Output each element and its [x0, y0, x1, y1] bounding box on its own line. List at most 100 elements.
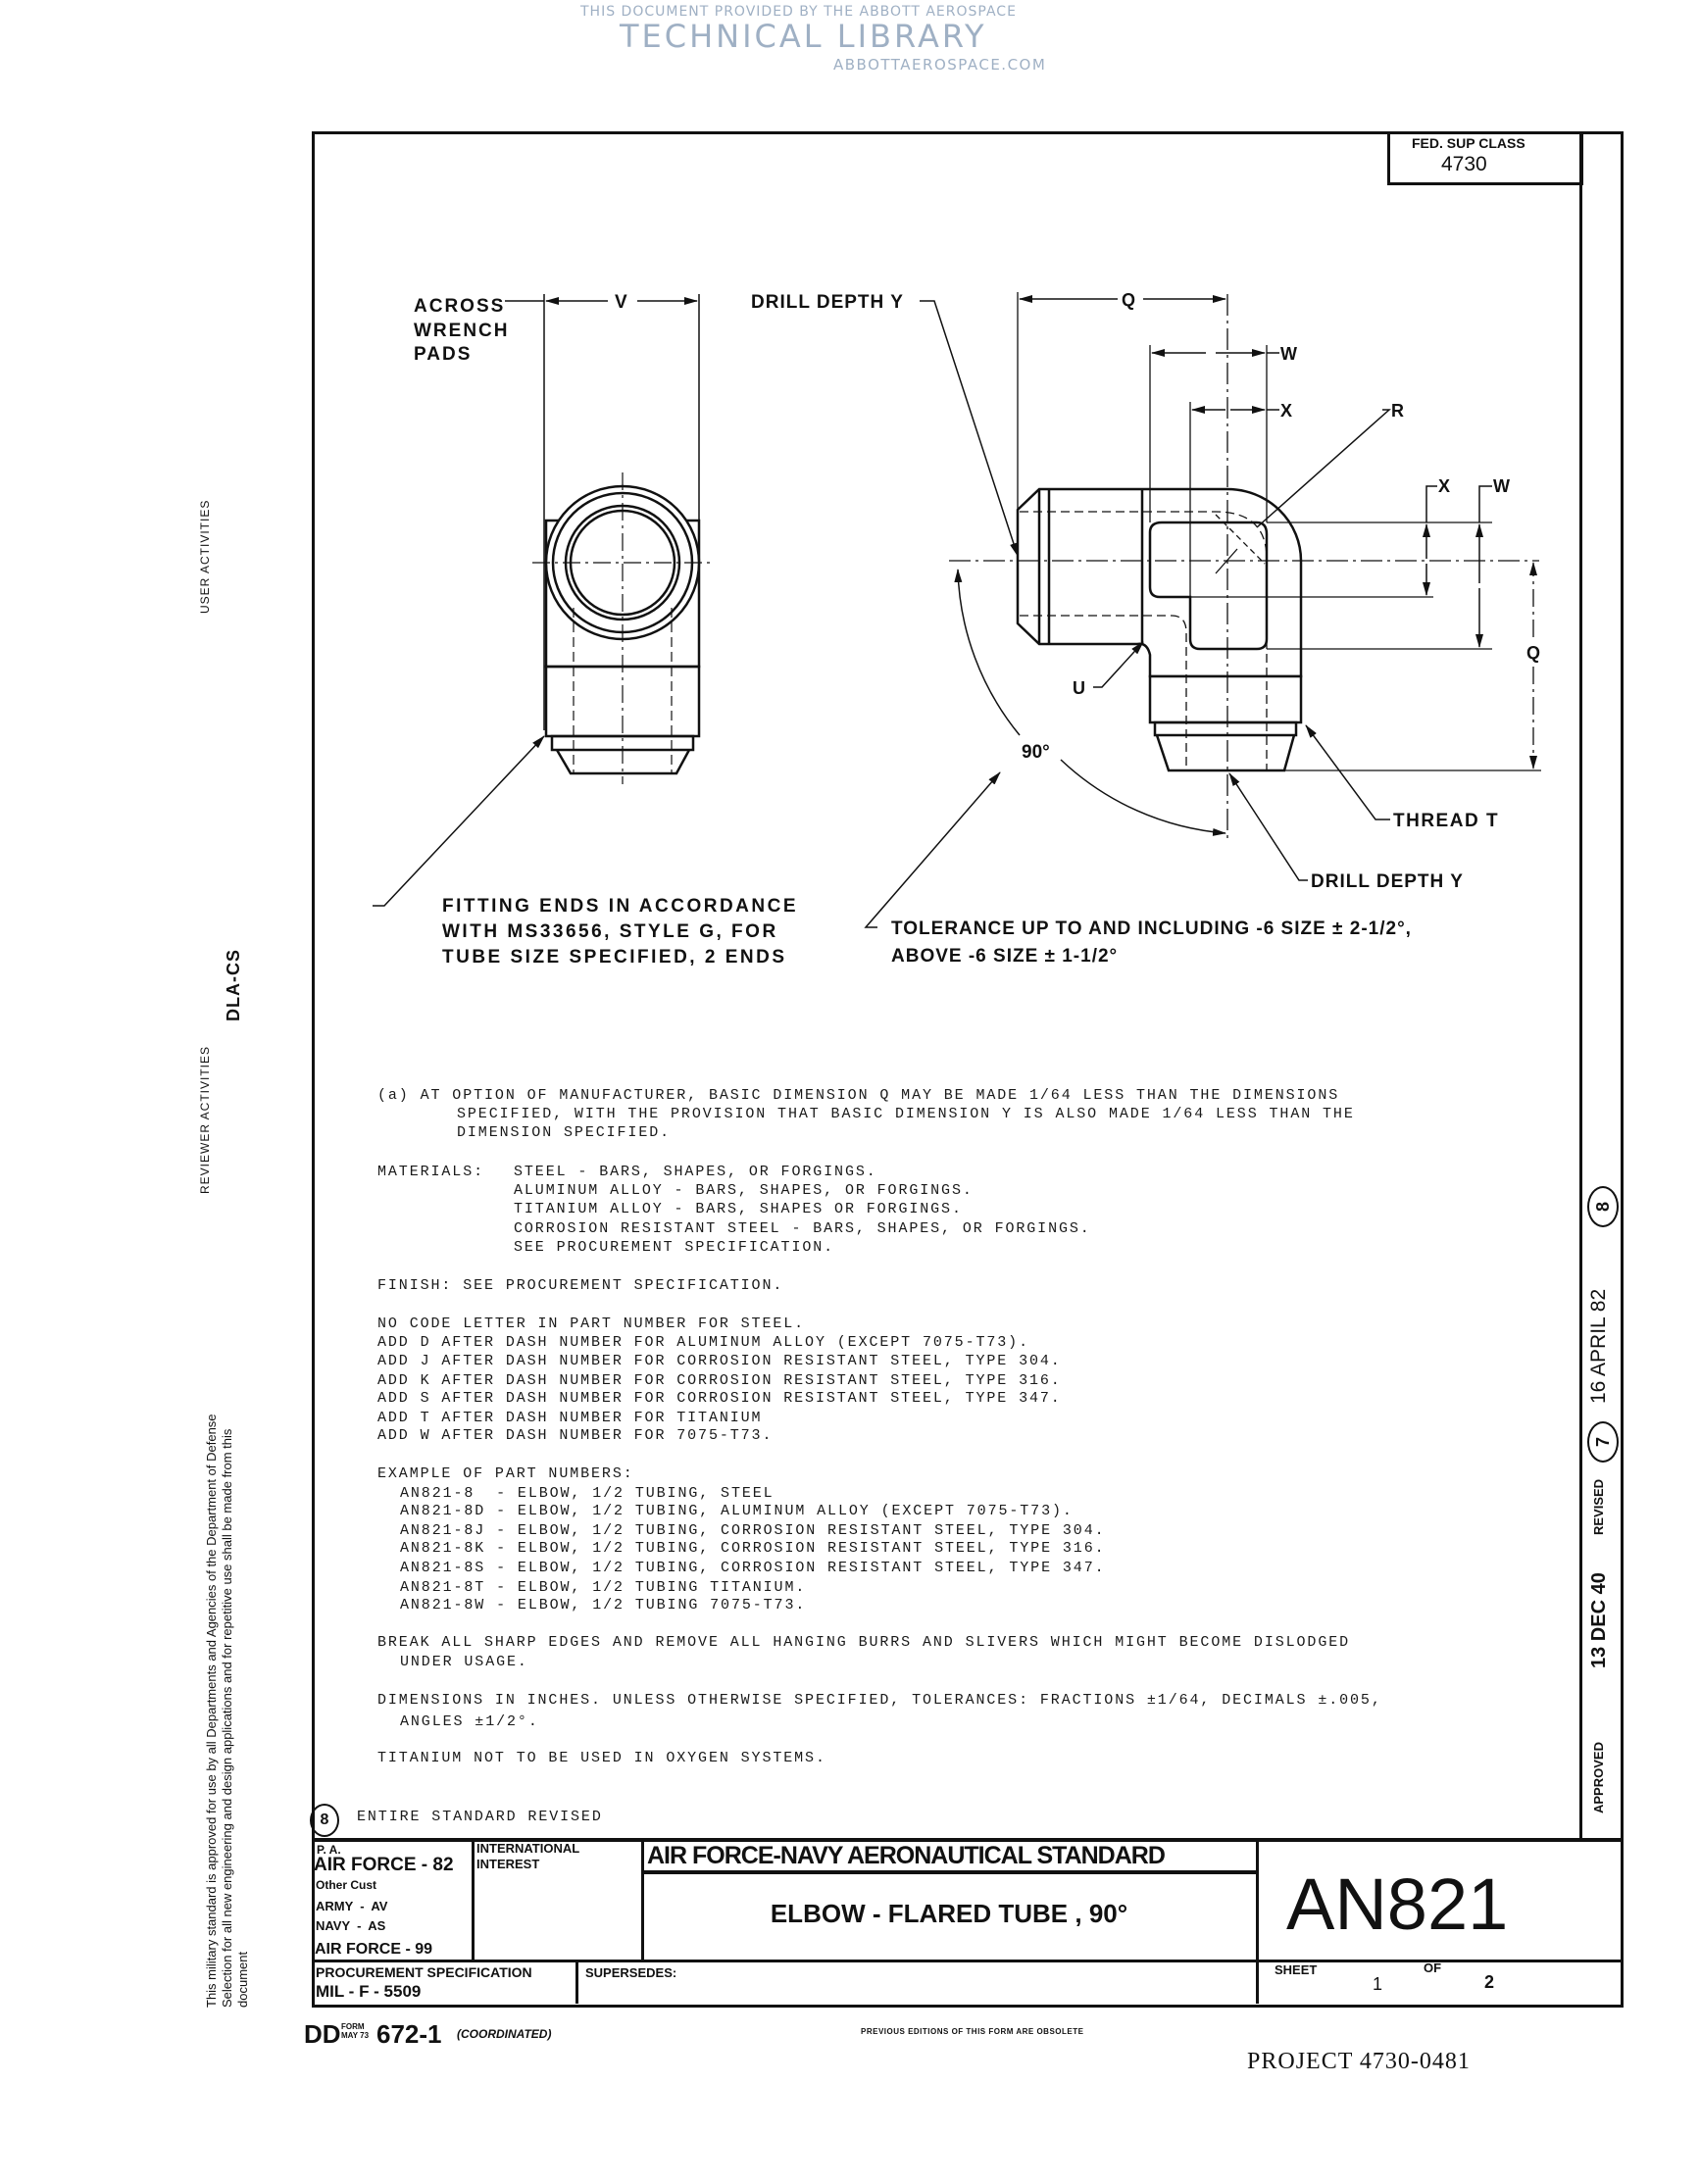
part-number: AN821: [1286, 1863, 1509, 1945]
form-small-label: FORM MAY 73: [341, 2022, 370, 2040]
watermark-url: ABBOTTAEROSPACE.COM: [833, 56, 1047, 74]
approved-date: 13 DEC 40: [1588, 1572, 1610, 1668]
titanium-note: TITANIUM NOT TO BE USED IN OXYGEN SYSTEM…: [377, 1750, 826, 1766]
note-option-line: SPECIFIED, WITH THE PROVISION THAT BASIC…: [457, 1106, 1355, 1122]
dim-v-label: V: [615, 292, 627, 313]
engineering-drawing: ACROSS WRENCH PADS V FITTING ENDS IN ACC…: [373, 290, 1541, 968]
across-wrench-pads-label: WRENCH: [414, 321, 510, 341]
revision-current-number: 8: [1593, 1202, 1613, 1213]
dim-u-label: U: [1073, 678, 1085, 698]
finish-note: FINISH: SEE PROCUREMENT SPECIFICATION.: [377, 1277, 784, 1294]
dimensions-note-line: DIMENSIONS IN INCHES. UNLESS OTHERWISE S…: [377, 1692, 1382, 1709]
angle-label: 90°: [1022, 742, 1050, 763]
standard-title: ELBOW - FLARED TUBE , 90°: [770, 1899, 1128, 1928]
form-prefix: DD: [304, 2019, 341, 2049]
navy-code: NAVY - AS: [316, 1918, 386, 1933]
approval-note-line: document: [235, 1951, 250, 2008]
fitting-note-line: FITTING ENDS IN ACCORDANCE: [442, 896, 798, 917]
dimensions-note-line: ANGLES ±1/2°.: [400, 1713, 539, 1730]
end-view: [373, 294, 713, 907]
approval-note-line: Selection for all new engineering and de…: [220, 1428, 234, 2008]
form-note: (COORDINATED): [457, 2027, 552, 2041]
example-part-number: AN821-8 - ELBOW, 1/2 TUBING, STEEL: [400, 1485, 775, 1502]
revision-mark-number: 8: [320, 1812, 329, 1828]
example-part-number: AN821-8D - ELBOW, 1/2 TUBING, ALUMINUM A…: [400, 1503, 1074, 1519]
title-block-divider: [1256, 1840, 1259, 2004]
international-interest-label: INTEREST: [476, 1857, 540, 1871]
example-part-number: AN821-8W - ELBOW, 1/2 TUBING 7075-T73.: [400, 1597, 807, 1613]
code-letter-line: NO CODE LETTER IN PART NUMBER FOR STEEL.: [377, 1315, 806, 1332]
watermark-line1: THIS DOCUMENT PROVIDED BY THE ABBOTT AER…: [580, 4, 1017, 20]
title-block-mid-rule: [312, 1960, 1621, 1962]
across-wrench-pads-label: ACROSS: [414, 296, 505, 317]
project-number: PROJECT 4730-0481: [1247, 2049, 1471, 2074]
dim-x-label: X: [1280, 401, 1292, 421]
example-part-number: AN821-8J - ELBOW, 1/2 TUBING, CORROSION …: [400, 1522, 1106, 1539]
tolerance-note-line: TOLERANCE UP TO AND INCLUDING -6 SIZE ± …: [891, 918, 1412, 939]
fed-sup-class-label: FED. SUP CLASS: [1412, 135, 1525, 151]
title-block-divider: [641, 1840, 644, 1961]
procurement-value: MIL - F - 5509: [316, 1982, 422, 2001]
code-letter-line: ADD K AFTER DASH NUMBER FOR CORROSION RE…: [377, 1372, 1062, 1389]
approval-note: This military standard is approved for u…: [204, 1414, 251, 2008]
side-view: [864, 292, 1541, 928]
code-letter-line: ADD J AFTER DASH NUMBER FOR CORROSION RE…: [377, 1353, 1062, 1369]
burrs-note-line: BREAK ALL SHARP EDGES AND REMOVE ALL HAN…: [377, 1634, 1351, 1651]
other-cust-label: Other Cust: [316, 1878, 377, 1892]
tolerance-note-line: ABOVE -6 SIZE ± 1-1/2°: [891, 946, 1118, 967]
air-force-code: AIR FORCE - 99: [315, 1941, 433, 1958]
revision-note: ENTIRE STANDARD REVISED: [357, 1809, 603, 1825]
example-part-number: AN821-8S - ELBOW, 1/2 TUBING, CORROSION …: [400, 1560, 1106, 1576]
approval-note-line: This military standard is approved for u…: [204, 1414, 219, 2008]
revision-mark-badge: 8: [310, 1804, 339, 1837]
revision-prev-badge: 7: [1587, 1421, 1619, 1463]
code-letter-line: ADD W AFTER DASH NUMBER FOR 7075-T73.: [377, 1427, 774, 1444]
material-item: SEE PROCUREMENT SPECIFICATION.: [514, 1239, 835, 1256]
dim-x-label: X: [1438, 476, 1450, 496]
title-block-divider: [472, 1840, 475, 1961]
dim-q-label: Q: [1526, 643, 1540, 663]
drawing-frame: [312, 131, 1624, 2008]
burrs-note-line: UNDER USAGE.: [400, 1654, 528, 1670]
dim-w-label: W: [1280, 344, 1297, 364]
sheet-label: SHEET: [1275, 1962, 1318, 1977]
form-number: 672-1: [376, 2019, 442, 2049]
material-item: CORROSION RESISTANT STEEL - BARS, SHAPES…: [514, 1220, 1091, 1237]
international-interest-label: INTERNATIONAL: [476, 1841, 580, 1856]
of-label: OF: [1424, 1961, 1442, 1975]
code-letter-line: ADD S AFTER DASH NUMBER FOR CORROSION RE…: [377, 1390, 1062, 1407]
code-letter-line: ADD T AFTER DASH NUMBER FOR TITANIUM: [377, 1410, 763, 1426]
note-option-line: DIMENSION SPECIFIED.: [457, 1124, 672, 1141]
fed-sup-class-box: FED. SUP CLASS 4730: [1387, 131, 1583, 185]
code-letter-line: ADD D AFTER DASH NUMBER FOR ALUMINUM ALL…: [377, 1334, 1029, 1351]
example-part-number: AN821-8K - ELBOW, 1/2 TUBING, CORROSION …: [400, 1540, 1106, 1557]
pa-value: AIR FORCE - 82: [314, 1855, 454, 1875]
watermark-title: TECHNICAL LIBRARY: [620, 18, 987, 55]
fitting-note-line: TUBE SIZE SPECIFIED, 2 ENDS: [442, 947, 787, 968]
material-item: ALUMINUM ALLOY - BARS, SHAPES, OR FORGIN…: [514, 1182, 974, 1199]
obsolete-note: PREVIOUS EDITIONS OF THIS FORM ARE OBSOL…: [861, 2027, 1084, 2036]
pa-label: P. A.: [317, 1843, 341, 1857]
title-block-heading-rule: [643, 1870, 1257, 1874]
procurement-label: PROCUREMENT SPECIFICATION: [316, 1964, 532, 1980]
example-part-number: AN821-8T - ELBOW, 1/2 TUBING TITANIUM.: [400, 1579, 807, 1596]
thread-t-label: THREAD T: [1393, 811, 1499, 831]
revised-date: 16 APRIL 82: [1587, 1288, 1610, 1404]
materials-label: MATERIALS:: [377, 1164, 485, 1180]
revision-prev-number: 7: [1593, 1437, 1613, 1448]
material-item: TITANIUM ALLOY - BARS, SHAPES OR FORGING…: [514, 1201, 963, 1217]
dim-w-label: W: [1493, 476, 1510, 496]
sheet-value: 1: [1373, 1974, 1383, 1994]
dim-q-label: Q: [1122, 290, 1135, 310]
dim-r-label: R: [1391, 401, 1404, 421]
revised-label: REVISED: [1591, 1478, 1606, 1535]
fitting-note-line: WITH MS33656, STYLE G, FOR: [442, 921, 778, 942]
title-block-top-rule: [312, 1838, 1621, 1842]
revision-current-badge: 8: [1587, 1186, 1619, 1227]
of-value: 2: [1484, 1972, 1495, 1992]
material-item: STEEL - BARS, SHAPES, OR FORGINGS.: [514, 1164, 877, 1180]
supersedes-label: SUPERSEDES:: [585, 1965, 677, 1980]
drill-depth-y-label: DRILL DEPTH Y: [1311, 871, 1464, 892]
standard-heading: AIR FORCE-NAVY AERONAUTICAL STANDARD: [647, 1842, 1166, 1869]
army-code: ARMY - AV: [316, 1899, 388, 1913]
